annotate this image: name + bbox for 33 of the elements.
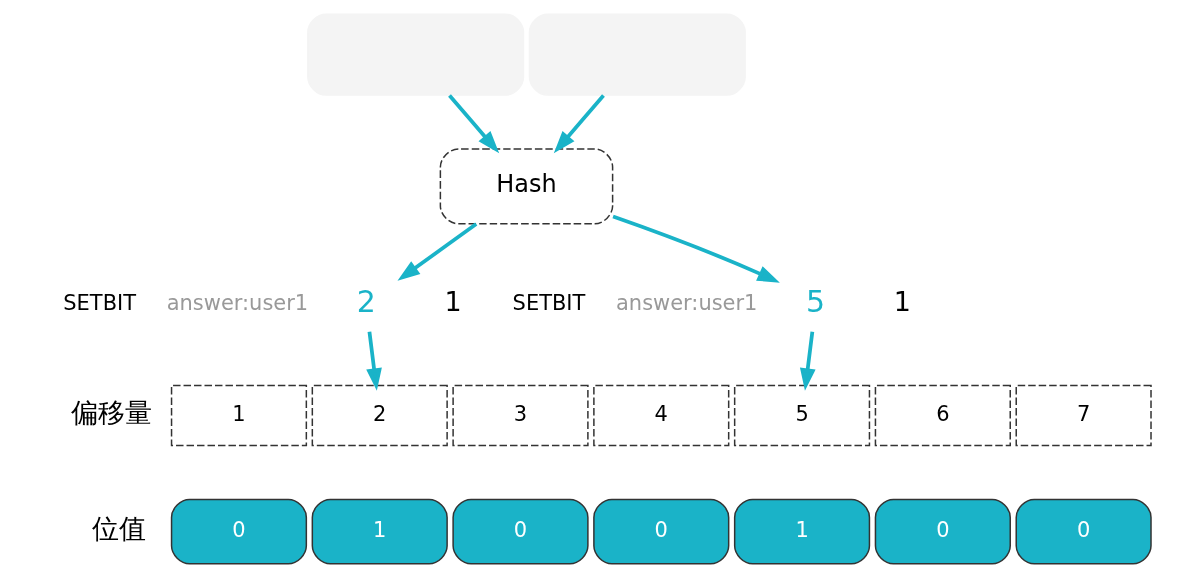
- node-box: Hash: [439, 148, 614, 225]
- node-box: [307, 13, 525, 96]
- arrow: [397, 222, 478, 281]
- label: 位值: [92, 513, 147, 545]
- node-box: 1: [733, 498, 871, 565]
- node-box: [528, 13, 746, 96]
- label: answer:user1: [166, 291, 309, 316]
- label: SETBIT: [512, 291, 586, 316]
- node-box: 0: [452, 498, 589, 565]
- arrow: [612, 214, 780, 283]
- node-text: 2: [356, 284, 376, 320]
- label: answer:user1: [616, 291, 758, 316]
- arrow: [366, 331, 382, 391]
- node-text: 5: [806, 284, 826, 320]
- node-box: 0: [1015, 498, 1152, 565]
- node-box: 3: [452, 384, 589, 447]
- node-box: 1: [311, 498, 448, 565]
- node-box: 0: [874, 498, 1011, 565]
- arrow: [448, 94, 500, 154]
- node-box: 2: [311, 384, 448, 447]
- node-box: 7: [1015, 384, 1152, 447]
- arrow: [553, 94, 605, 154]
- node-box: 4: [593, 384, 730, 447]
- label: 1: [444, 286, 462, 318]
- node-box: 5: [733, 384, 871, 447]
- node-box: 1: [170, 384, 308, 447]
- node-box: 6: [874, 384, 1011, 447]
- arrow: [799, 331, 816, 391]
- node-box: 0: [593, 498, 730, 565]
- node-box: 0: [170, 498, 308, 565]
- label: 1: [893, 286, 911, 318]
- label: 偏移量: [71, 397, 153, 429]
- label: SETBIT: [63, 291, 137, 316]
